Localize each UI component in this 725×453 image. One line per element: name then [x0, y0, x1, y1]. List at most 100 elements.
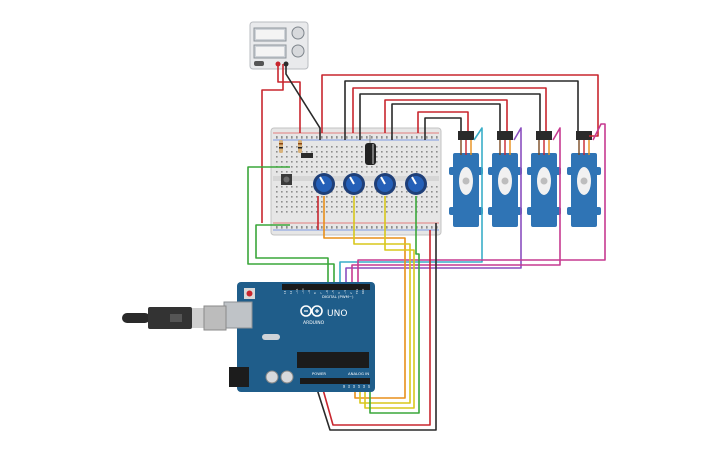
breadboard-hole [276, 227, 278, 229]
servo[interactable] [527, 131, 561, 227]
breadboard-hole [301, 186, 303, 188]
resistor [279, 140, 283, 153]
breadboard-hole [326, 226, 328, 228]
breadboard-hole [346, 211, 348, 213]
breadboard-hole [341, 191, 343, 193]
wire-red [277, 64, 301, 133]
breadboard-hole [376, 151, 378, 153]
breadboard-hole [336, 146, 338, 148]
breadboard-hole [376, 171, 378, 173]
wire-red [352, 87, 547, 133]
breadboard-hole [316, 201, 318, 203]
breadboard-hole [381, 201, 383, 203]
push-button[interactable] [281, 174, 292, 185]
breadboard-hole [351, 201, 353, 203]
breadboard-hole [276, 211, 278, 213]
potentiometer[interactable] [313, 173, 335, 195]
breadboard-hole [276, 186, 278, 188]
servo[interactable] [488, 131, 522, 227]
breadboard-hole [436, 196, 438, 198]
breadboard-hole [311, 196, 313, 198]
servo[interactable] [567, 131, 601, 227]
breadboard-hole [411, 201, 413, 203]
breadboard-hole [321, 171, 323, 173]
wire-purple [345, 127, 522, 288]
breadboard-hole [331, 227, 333, 229]
breadboard-hole [356, 151, 358, 153]
analog-pin-label: A3 [358, 384, 361, 388]
breadboard-hole [376, 166, 378, 168]
breadboard-hole [366, 186, 368, 188]
potentiometer[interactable] [374, 173, 396, 195]
breadboard-hole [296, 186, 298, 188]
breadboard-hole [316, 137, 318, 139]
breadboard-hole [326, 211, 328, 213]
breadboard-hole [351, 151, 353, 153]
breadboard-hole [381, 166, 383, 168]
breadboard-hole [381, 156, 383, 158]
breadboard-hole [356, 196, 358, 198]
breadboard-hole [416, 146, 418, 148]
breadboard-hole [391, 227, 393, 229]
breadboard-hole [426, 206, 428, 208]
breadboard-hole [401, 151, 403, 153]
breadboard-hole [301, 137, 303, 139]
breadboard-hole [406, 171, 408, 173]
breadboard-hole [376, 211, 378, 213]
breadboard-hole [361, 211, 363, 213]
breadboard-hole [386, 136, 388, 138]
breadboard-hole [391, 226, 393, 228]
breadboard-hole [286, 186, 288, 188]
breadboard-hole [291, 161, 293, 163]
wire-black [391, 103, 501, 140]
breadboard-hole [331, 226, 333, 228]
breadboard-hole [421, 171, 423, 173]
breadboard-hole [396, 211, 398, 213]
breadboard-hole [376, 227, 378, 229]
breadboard-hole [386, 206, 388, 208]
breadboard-hole [331, 211, 333, 213]
breadboard-hole [331, 156, 333, 158]
servo[interactable] [449, 131, 483, 227]
breadboard-hole [401, 191, 403, 193]
breadboard-hole [301, 136, 303, 138]
breadboard-hole [296, 137, 298, 139]
breadboard-hole [341, 137, 343, 139]
breadboard-hole [376, 206, 378, 208]
breadboard-hole [426, 191, 428, 193]
breadboard-hole [301, 206, 303, 208]
arduino-uno[interactable]: ARDUINO UNO DIGITAL (PWM~) POWER ANALOG … [223, 282, 375, 392]
power-supply[interactable] [249, 21, 309, 70]
breadboard-hole [431, 226, 433, 228]
breadboard-hole [336, 206, 338, 208]
breadboard-hole [281, 136, 283, 138]
breadboard-hole [336, 211, 338, 213]
potentiometer[interactable] [405, 173, 427, 195]
wire-green [247, 166, 335, 288]
breadboard-hole [306, 171, 308, 173]
breadboard-hole [316, 156, 318, 158]
breadboard-hole [366, 206, 368, 208]
breadboard-hole [366, 137, 368, 139]
breadboard-hole [301, 166, 303, 168]
breadboard-hole [351, 136, 353, 138]
potentiometer[interactable] [343, 173, 365, 195]
breadboard-hole [376, 146, 378, 148]
breadboard-hole [321, 196, 323, 198]
breadboard-hole [341, 186, 343, 188]
breadboard-hole [316, 136, 318, 138]
breadboard-hole [286, 136, 288, 138]
breadboard-hole [396, 191, 398, 193]
breadboard-hole [371, 171, 373, 173]
breadboard-hole [371, 136, 373, 138]
breadboard-hole [436, 146, 438, 148]
breadboard-hole [356, 211, 358, 213]
breadboard-hole [276, 201, 278, 203]
analog-header-label: ANALOG IN [348, 371, 369, 376]
breadboard-hole [391, 151, 393, 153]
breadboard-hole [341, 196, 343, 198]
breadboard-hole [321, 166, 323, 168]
breadboard-hole [431, 166, 433, 168]
breadboard-hole [356, 146, 358, 148]
